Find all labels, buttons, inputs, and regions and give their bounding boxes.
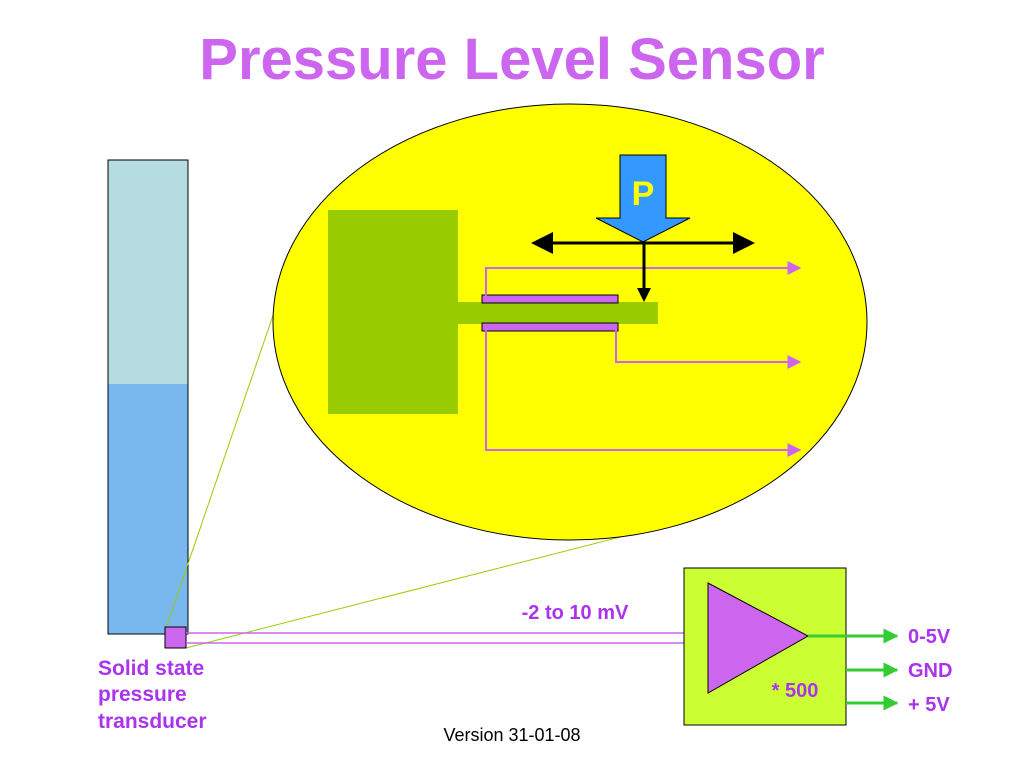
force-bar-right-arrow-icon xyxy=(733,232,755,254)
amplifier-triangle-icon xyxy=(707,582,810,694)
output-label-signal: 0-5V xyxy=(908,626,951,648)
wire-top xyxy=(485,261,802,296)
wire-middle xyxy=(615,330,802,369)
sensor-diaphragm-beam xyxy=(455,302,658,324)
force-down-arrow-icon xyxy=(637,288,651,302)
transducer-label-line: Solid state xyxy=(98,657,205,680)
strain-gauge-top xyxy=(481,294,619,304)
force-bar-left-arrow-icon xyxy=(531,232,553,254)
tank-outline xyxy=(107,159,189,635)
pressure-label: P xyxy=(632,175,655,213)
zoom-guide-line-lower xyxy=(185,531,641,649)
transducer-label: Solid state pressure transducer xyxy=(98,656,207,735)
transducer-label-line: pressure xyxy=(98,683,187,707)
sensor-body-block xyxy=(328,210,458,414)
signal-range-label: -2 to 10 mV xyxy=(522,602,629,624)
page-title: Pressure Level Sensor xyxy=(199,27,825,92)
zoom-guide-line-upper xyxy=(165,294,281,629)
pressure-transducer xyxy=(164,626,187,649)
output-label-5v: + 5V xyxy=(908,694,950,716)
version-label: Version 31-01-08 xyxy=(443,725,581,745)
tank-empty-section xyxy=(108,160,188,384)
wire-bottom xyxy=(485,330,802,457)
tank xyxy=(107,159,189,635)
strain-gauge-bottom xyxy=(481,322,619,332)
pressure-arrow-icon xyxy=(595,154,691,243)
transducer-label-line: transducer xyxy=(98,709,207,733)
output-label-gnd: GND xyxy=(908,660,952,682)
amplifier-gain-label: * 500 xyxy=(772,680,819,702)
tank-liquid xyxy=(108,384,188,634)
